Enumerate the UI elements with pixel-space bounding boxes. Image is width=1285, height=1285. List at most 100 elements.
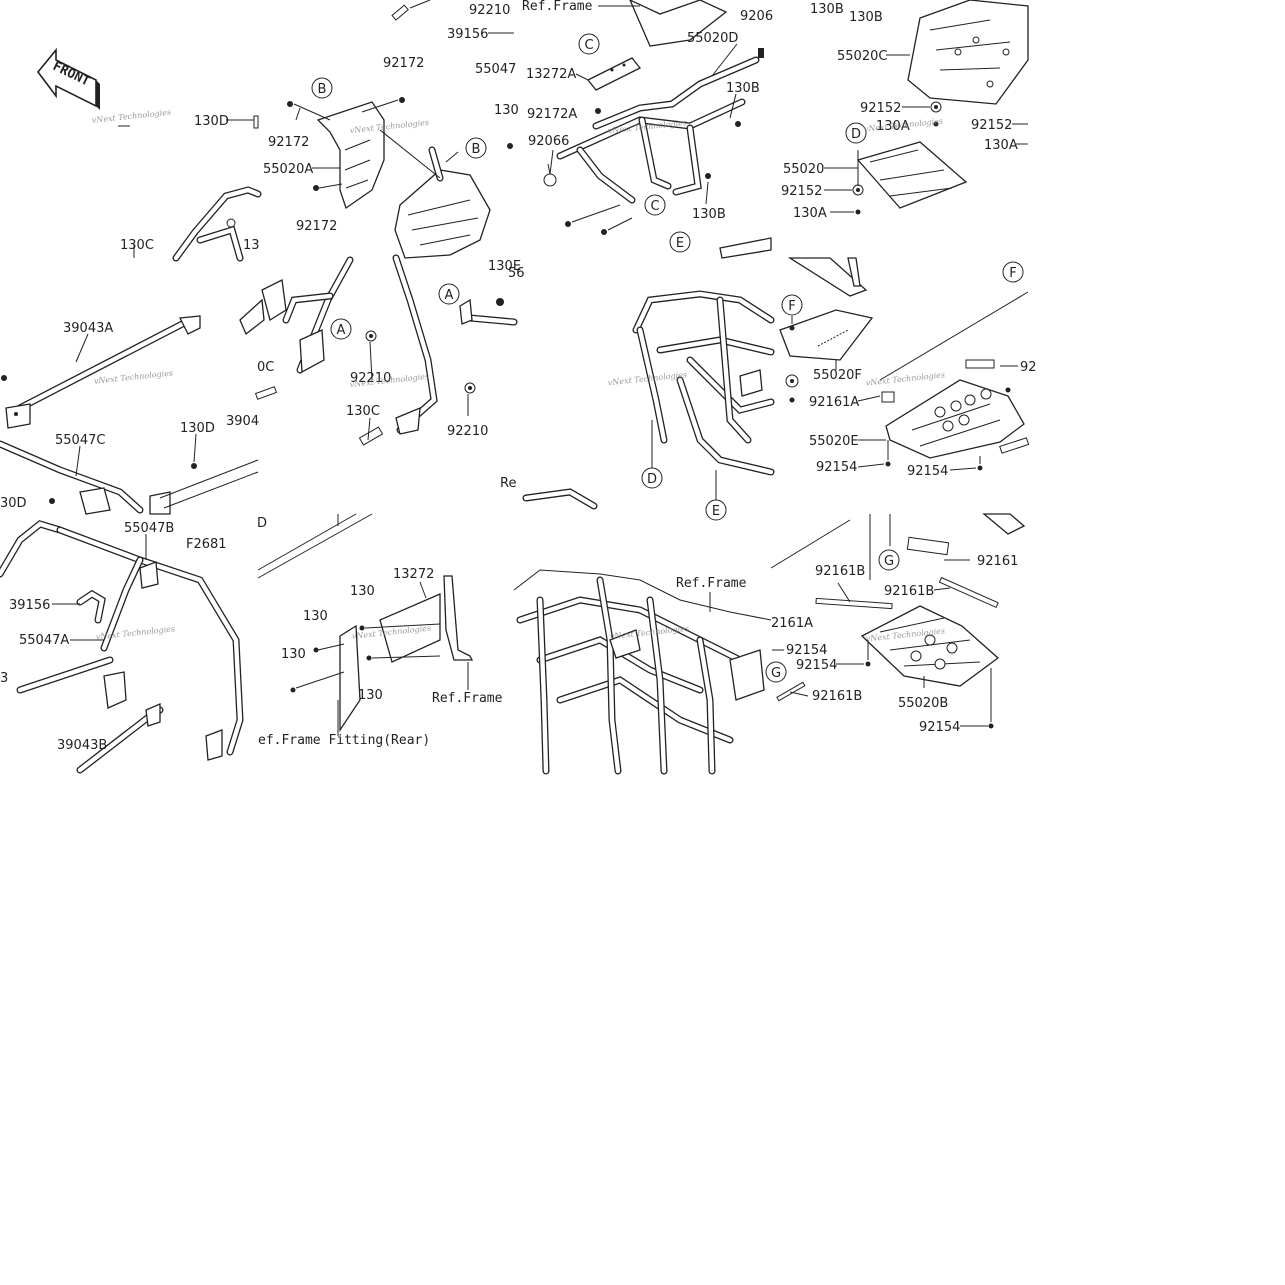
label-9206-frag: 9206 — [740, 9, 773, 24]
label-56-frag: 56 — [508, 266, 525, 281]
label-130d-b: 130D — [180, 421, 215, 436]
label-92210-b: 92210 — [350, 371, 391, 386]
label-92172-c: 92172 — [296, 219, 337, 234]
label-ref-frame-b: Ref.Frame — [432, 691, 503, 706]
label-55020f: 55020F — [813, 368, 862, 383]
svg-text:F: F — [1009, 266, 1016, 281]
panel-skid-mid — [779, 257, 1030, 471]
callout-b-1: B — [311, 77, 333, 99]
label-130e-frag: 130E — [488, 259, 521, 274]
label-92154-e: 92154 — [919, 720, 960, 735]
panel-dash-bracket — [287, 0, 491, 259]
label-55047b: 55047B — [124, 521, 174, 536]
label-92154-d: 92154 — [796, 658, 837, 673]
callout-e-1: E — [669, 231, 691, 253]
label-55047c: 55047C — [55, 433, 105, 448]
svg-text:D: D — [851, 127, 861, 142]
label-39156-a: 39156 — [447, 27, 488, 42]
label-55047a: 55047A — [19, 633, 69, 648]
label-130c-a: 130C — [120, 238, 154, 253]
label-130a-a: 130A — [876, 119, 910, 134]
panel-rops-front-corner — [172, 115, 262, 262]
watermark-9: vNext Technologies — [95, 624, 175, 641]
label-130-a: 130 — [350, 584, 375, 599]
svg-text:E: E — [712, 504, 720, 519]
label-92154-a: 92154 — [816, 460, 857, 475]
callout-c-1: C — [578, 33, 600, 55]
callout-b-2: B — [465, 137, 487, 159]
label-39156-b: 39156 — [9, 598, 50, 613]
label-130b-d: 130B — [849, 10, 883, 25]
label-3-frag: 3 — [0, 671, 8, 686]
label-55047-a: 55047 — [475, 62, 516, 77]
label-130-c: 130 — [281, 647, 306, 662]
leader-lines — [52, 32, 1028, 727]
svg-text:A: A — [445, 288, 454, 303]
panel-main-frame — [522, 290, 775, 510]
label-39043b: 39043B — [57, 738, 107, 753]
panel-skid-rear — [770, 513, 1026, 729]
label-30d-frag: 30D — [0, 496, 27, 511]
label-92-frag: 92 — [1020, 360, 1037, 375]
label-130-d: 130 — [358, 688, 383, 703]
label-0c-frag: 0C — [257, 360, 274, 375]
label-130c-b: 130C — [346, 404, 380, 419]
callout-f-1: F — [1002, 261, 1024, 283]
watermark-5: vNext Technologies — [93, 368, 173, 385]
callout-g-1: G — [878, 549, 900, 571]
label-55020d: 55020D — [687, 31, 738, 46]
label-39043a: 39043A — [63, 321, 113, 336]
callout-g-2: G — [765, 661, 787, 683]
label-ref-frame-c: Ref.Frame — [676, 576, 747, 591]
callout-markers: B B C C D E A A F F D E G G — [311, 33, 1024, 683]
label-92161b-b: 92161B — [884, 584, 934, 599]
label-13272: 13272 — [393, 567, 434, 582]
label-frame-fitting-rear: ef.Frame Fitting(Rear) — [258, 733, 430, 748]
label-55020b: 55020B — [898, 696, 948, 711]
watermark-11: vNext Technologies — [609, 624, 689, 641]
callout-f-2: F — [781, 294, 803, 316]
svg-text:D: D — [647, 472, 657, 487]
label-130b-c: 130B — [810, 2, 844, 17]
label-92161b-a: 92161B — [815, 564, 865, 579]
svg-text:C: C — [650, 199, 659, 214]
svg-text:A: A — [337, 323, 346, 338]
panel-frame-rear — [513, 569, 772, 775]
watermark-8: vNext Technologies — [865, 370, 945, 387]
label-3904-frag: 3904 — [226, 414, 259, 429]
label-55020a: 55020A — [263, 162, 313, 177]
label-92172-a: 92172 — [383, 56, 424, 71]
callout-c-2: C — [644, 194, 666, 216]
part-labels: 130D 130C 13 92210 39156 55047 130 92172… — [0, 0, 1037, 753]
label-92154-b: 92154 — [907, 464, 948, 479]
panel-rops-rear — [0, 520, 244, 774]
label-130-frag-a: 130 — [494, 103, 519, 118]
svg-text:C: C — [584, 38, 593, 53]
label-f2681: F2681 — [186, 537, 227, 552]
label-92210-a: 92210 — [469, 3, 510, 18]
label-130b-b: 130B — [692, 207, 726, 222]
label-92161b-c: 92161B — [812, 689, 862, 704]
front-direction-icon: FRONT — [36, 47, 100, 110]
panel-roof-bar — [0, 315, 259, 515]
label-130a-b: 130A — [984, 138, 1018, 153]
watermark-1: vNext Technologies — [91, 108, 171, 125]
callout-a-2: A — [438, 283, 460, 305]
callout-a-1: A — [330, 318, 352, 340]
svg-text:E: E — [676, 236, 684, 251]
label-13272a: 13272A — [526, 67, 576, 82]
svg-text:G: G — [884, 554, 894, 569]
callout-d-1: D — [845, 122, 867, 144]
label-92154-c: 92154 — [786, 643, 827, 658]
label-92152-a: 92152 — [860, 101, 901, 116]
callout-e-2: E — [705, 499, 727, 521]
label-2161a-frag: 2161A — [771, 616, 813, 631]
panel-rear-fitting — [257, 513, 474, 736]
label-130b-a: 130B — [726, 81, 760, 96]
svg-text:F: F — [788, 299, 795, 314]
label-55020c: 55020C — [837, 49, 887, 64]
svg-text:B: B — [318, 82, 327, 97]
label-130a-c: 130A — [793, 206, 827, 221]
label-55020e: 55020E — [809, 434, 859, 449]
